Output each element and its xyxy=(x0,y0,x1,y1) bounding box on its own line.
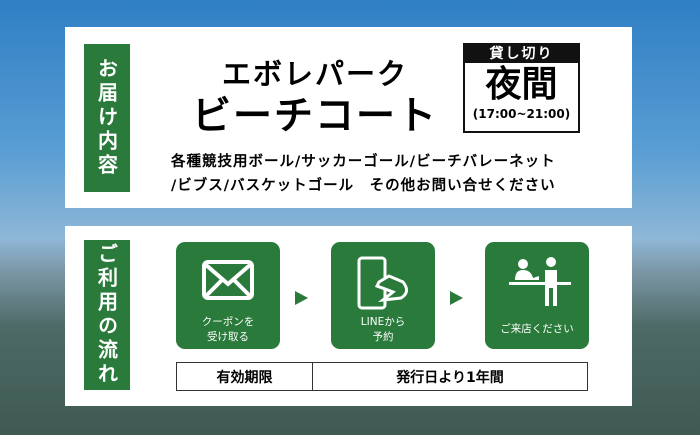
night-badge: 貸し切り 夜間 (17:00~21:00) xyxy=(463,43,580,133)
step-text: LINEから xyxy=(360,316,406,328)
step-coupon: クーポンを受け取る xyxy=(176,242,280,349)
smartphone-tap-icon xyxy=(357,256,408,310)
description: 各種競技用ボール/サッカーゴール/ビーチバレーネット /ビブス/バスケットゴール… xyxy=(171,150,611,198)
validity-value: 発行日より1年間 xyxy=(396,369,504,386)
validity-table: 有効期限 発行日より1年間 xyxy=(176,362,588,391)
step-text: クーポンを xyxy=(201,316,255,328)
step-text: ご来店ください xyxy=(500,323,574,335)
contents-label: お届け内容 xyxy=(84,44,130,192)
description-line: 各種競技用ボール/サッカーゴール/ビーチバレーネット xyxy=(171,154,556,170)
title-line1: エボレパーク xyxy=(221,57,408,91)
arrow-right-icon xyxy=(450,291,463,305)
badge-header: 貸し切り xyxy=(465,45,578,63)
contents-panel: お届け内容 エボレパーク ビーチコート 貸し切り 夜間 (17:00~21:00… xyxy=(65,27,632,208)
step-text: 予約 xyxy=(372,331,394,343)
flow-panel: ご利用の流れ クーポンを受け取る LINEから予約 ご来店ください 有効期限 発… xyxy=(65,226,632,406)
arrow-right-icon xyxy=(295,291,308,305)
step-text: 受け取る xyxy=(207,331,249,343)
title-line2: ビーチコート xyxy=(191,94,438,139)
description-line: /ビブス/バスケットゴール その他お問い合せください xyxy=(171,178,556,194)
flow-label: ご利用の流れ xyxy=(84,240,130,390)
step-visit: ご来店ください xyxy=(485,242,589,349)
envelope-icon xyxy=(202,260,254,300)
validity-label: 有効期限 xyxy=(177,363,313,390)
badge-hours: (17:00~21:00) xyxy=(472,107,571,121)
badge-main: 夜間 xyxy=(485,64,558,105)
reception-desk-icon xyxy=(509,257,571,306)
step-line: LINEから予約 xyxy=(331,242,435,349)
